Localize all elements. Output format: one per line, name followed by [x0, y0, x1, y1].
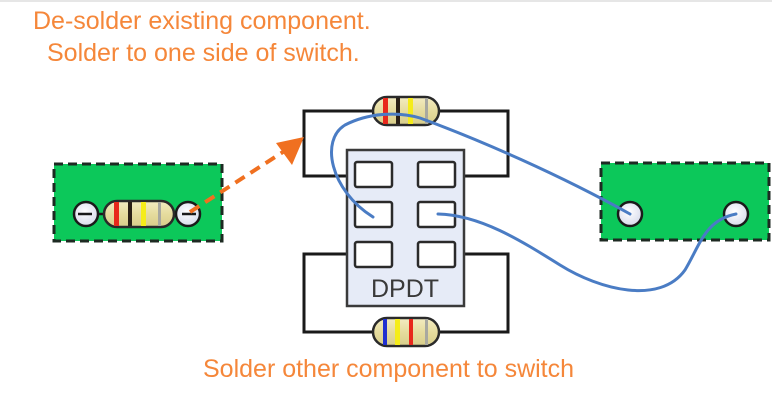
switch-terminal-3 [353, 200, 394, 229]
top-resistor-band-4 [425, 98, 428, 124]
annotation-solder-one-side: Solder to one side of switch. [47, 39, 360, 67]
top-loop-right-wire [436, 109, 510, 178]
move-arrow [188, 137, 304, 214]
original-resistor-band-2 [128, 202, 132, 226]
original-resistor-band-1 [114, 202, 119, 226]
switch-terminal-2 [416, 160, 457, 189]
switch-terminal-1 [353, 160, 394, 189]
top-resistor-band-1 [383, 98, 388, 124]
bottom-loop-left-wire [302, 252, 376, 334]
dpdt-switch: DPDT [345, 148, 466, 308]
annotation-desolder: De-solder existing component. [33, 7, 371, 35]
top-resistor-band-3 [408, 98, 413, 124]
arrow-head-icon [276, 137, 304, 165]
original-resistor-body [102, 199, 176, 229]
bottom-resistor-band-1 [383, 319, 387, 345]
bottom-resistor-band-3 [409, 319, 413, 345]
blue-wires [330, 112, 738, 292]
top-loop-left-wire [302, 109, 376, 178]
original-resistor-band-3 [141, 202, 146, 226]
bottom-loop-right-wire [436, 252, 510, 334]
right-board [599, 161, 771, 242]
switch-terminal-6 [416, 240, 457, 269]
annotation-solder-other: Solder other component to switch [203, 355, 575, 383]
bottom-resistor-band-4 [425, 319, 428, 345]
wire-common-2-to-right-pad-2 [436, 212, 738, 292]
switch-label: DPDT [371, 275, 439, 303]
switch-terminal-5 [353, 240, 394, 269]
left-board [52, 162, 224, 243]
bottom-resistor [371, 316, 441, 348]
bottom-resistor-band-2 [395, 319, 400, 345]
bottom-resistor-body [371, 316, 441, 348]
top-border [0, 0, 772, 2]
top-loop-wires [302, 109, 510, 178]
wire-common-1-to-right-pad-1 [330, 112, 632, 219]
bottom-loop-wires [302, 252, 510, 334]
original-resistor [102, 199, 176, 229]
original-resistor-band-4 [158, 202, 161, 226]
move-arrow-line [188, 148, 288, 214]
top-resistor-band-2 [396, 98, 400, 124]
